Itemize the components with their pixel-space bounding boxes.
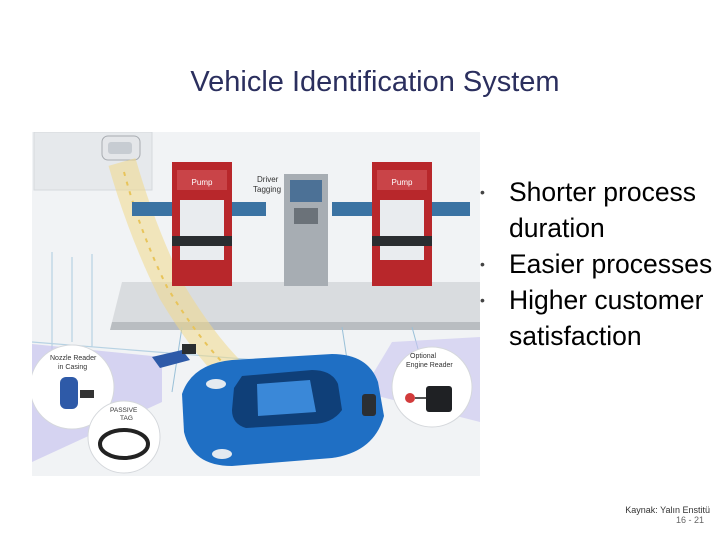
benefits-list: • Shorter process duration • Easier proc… — [478, 174, 718, 354]
bullet-item: • Shorter process duration — [478, 174, 718, 246]
pump-label-right: Pump — [392, 178, 413, 187]
engine-reader-callout: Optional Engine Reader — [392, 347, 472, 427]
bullet-text: Shorter process duration — [509, 177, 696, 243]
bullet-text: Easier processes — [509, 249, 712, 279]
page-number: 16 - 21 — [676, 515, 704, 525]
slide-title: Vehicle Identification System — [0, 66, 720, 99]
passive-tag-label-1: PASSIVE — [110, 407, 138, 414]
driver-tagging-label-2: Tagging — [253, 185, 281, 194]
nozzle-reader-label-1: Nozzle Reader — [50, 355, 97, 362]
passive-tag-label-2: TAG — [120, 415, 133, 422]
kiosk — [284, 174, 328, 286]
driver-tagging-label-1: Driver — [257, 175, 279, 184]
pump-label-left: Pump — [192, 178, 213, 187]
bullet-marker: • — [480, 282, 485, 318]
bullet-item: • Higher customer satisfaction — [478, 282, 718, 354]
bullet-item: • Easier processes — [478, 246, 718, 282]
engine-reader-label-2: Engine Reader — [406, 362, 453, 369]
source-note: Kaynak: Yalın Enstitü — [625, 505, 710, 515]
bullet-text: Higher customer satisfaction — [509, 285, 703, 351]
engine-reader-label-1: Optional — [410, 353, 437, 360]
passive-tag-callout: PASSIVE TAG — [88, 401, 160, 473]
roof-scanner-icon — [102, 136, 140, 160]
bullet-marker: • — [480, 174, 485, 210]
bullet-marker: • — [480, 246, 485, 282]
fuel-station-illustration: Pump Driver Tagging Pump — [32, 132, 480, 476]
nozzle-reader-label-2: in Casing — [58, 364, 87, 371]
car-icon — [182, 354, 384, 466]
